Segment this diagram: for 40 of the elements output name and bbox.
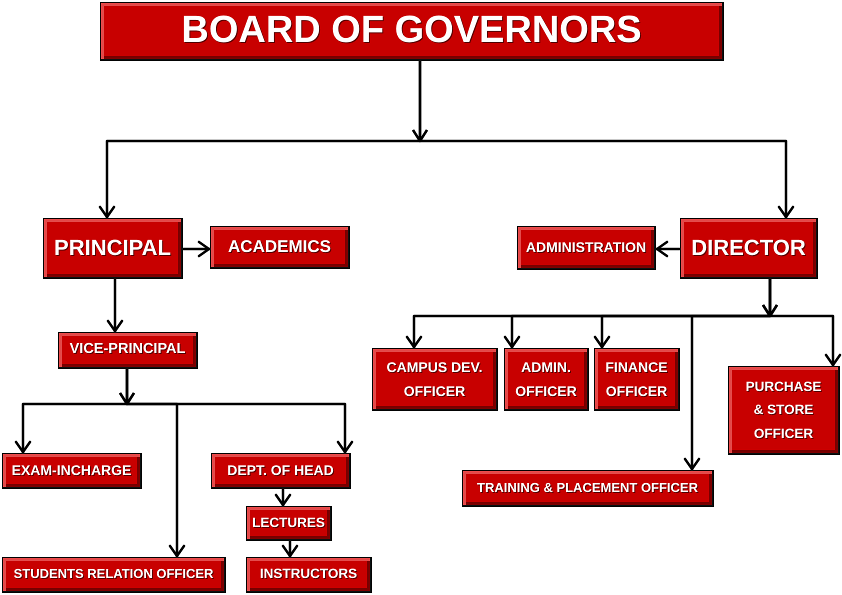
arrow	[274, 489, 292, 506]
arrow	[282, 541, 298, 558]
role-box	[594, 348, 680, 411]
role-box	[58, 332, 198, 369]
role-box	[504, 348, 589, 411]
arrow	[118, 368, 354, 454]
role-box	[211, 453, 351, 489]
role-title: FINANCE OFFICER	[604, 358, 669, 401]
role-title: DEPT. OF HEAD	[227, 462, 334, 478]
role-box	[246, 506, 332, 541]
role-title: ACADEMICS	[228, 238, 331, 256]
role-box	[372, 348, 498, 411]
role-title: CAMPUS DEV. OFFICER	[386, 358, 484, 401]
arrow	[183, 240, 210, 258]
role-title: TRAINING & PLACEMENT OFFICER	[477, 480, 698, 496]
role-box	[43, 218, 183, 279]
role-box	[210, 226, 350, 269]
role-title: BOARD OF GOVERNORS	[181, 10, 642, 52]
role-box	[462, 470, 714, 507]
arrow	[412, 60, 794, 220]
role-title: INSTRUCTORS	[260, 567, 358, 582]
role-title: EXAM-INCHARGE	[12, 462, 132, 478]
arrow	[656, 240, 680, 258]
role-box	[2, 557, 226, 593]
role-title: LECTURES	[252, 516, 325, 530]
role-box	[517, 226, 656, 270]
role-title: STUDENTS RELATION OFFICER	[14, 567, 214, 582]
role-box	[246, 557, 372, 593]
role-box	[680, 218, 818, 279]
role-title: DIRECTOR	[691, 236, 806, 260]
role-title: PURCHASE & STORE OFFICER	[744, 378, 822, 443]
role-title: PRINCIPAL	[54, 236, 171, 260]
role-title: ADMIN. OFFICER	[514, 358, 578, 401]
role-box	[728, 366, 840, 455]
arrow	[106, 279, 124, 332]
role-title: ADMINISTRATION	[526, 240, 646, 256]
role-title: VICE-PRINCIPAL	[70, 342, 186, 358]
role-box	[100, 2, 724, 61]
role-box	[2, 453, 142, 489]
arrow	[762, 278, 842, 368]
